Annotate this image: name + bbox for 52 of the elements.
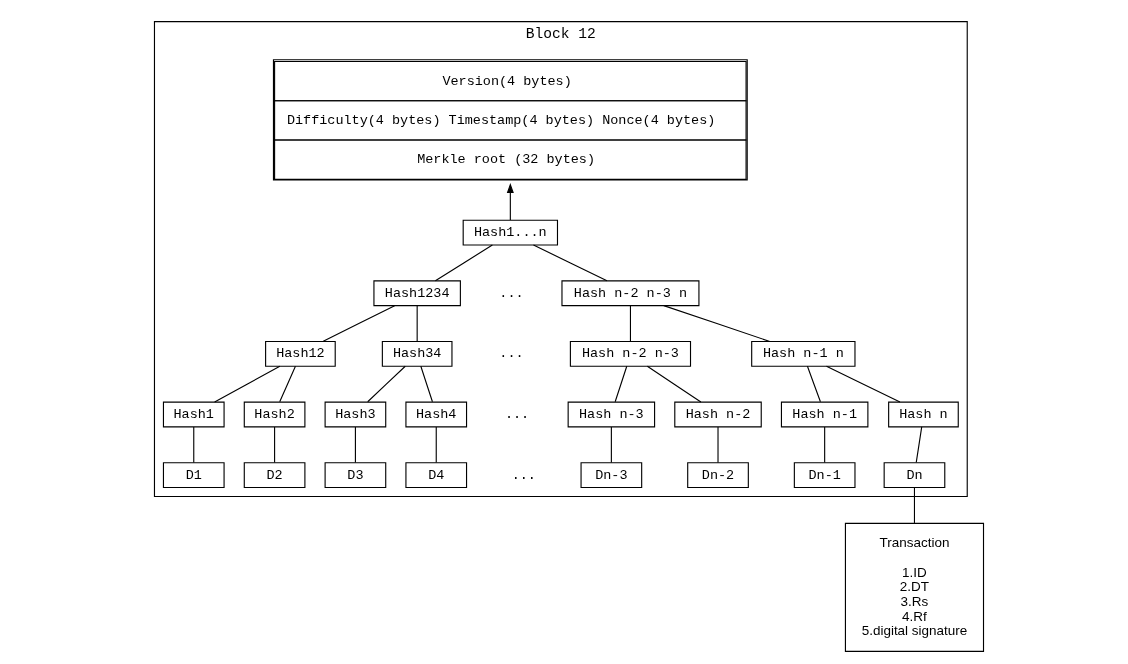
arrow [506, 182, 514, 221]
connector [213, 365, 280, 403]
node-box: Hash34 [381, 341, 452, 367]
node-box: Hash4 [404, 401, 467, 428]
connector [532, 244, 607, 282]
node-box: Hash1 [162, 401, 225, 428]
label: ... [498, 285, 524, 301]
connector [646, 365, 701, 403]
connector [825, 365, 900, 403]
node-box: Hash3 [324, 401, 386, 428]
label: ... [511, 467, 536, 483]
connector [614, 365, 627, 403]
node-box: Hash n-2 n-3 n [560, 280, 699, 307]
connector [913, 487, 915, 524]
node-box: D1 [162, 462, 225, 489]
connector [806, 365, 821, 403]
node-box: Hash n [887, 401, 959, 428]
node-box: Transaction 1.ID 2.DT 3.Rs 4.Rf 5.digital signature [844, 522, 984, 652]
node-box: Hash1...n [462, 219, 558, 246]
label: ... [504, 406, 529, 422]
label: ... [498, 346, 524, 362]
connector [610, 426, 612, 463]
node-box: Hash1234 [372, 280, 461, 307]
node-box: Hash2 [243, 401, 305, 428]
connector [273, 426, 275, 463]
connector [823, 426, 825, 463]
connector [434, 244, 493, 282]
connector [322, 305, 395, 342]
node-box: Hash n-1 n [750, 341, 856, 367]
node-box: Dn-3 [580, 462, 642, 489]
node-box: Hash n-1 [780, 401, 868, 428]
connector [416, 305, 418, 342]
node-box: Hash n-2 [673, 401, 762, 428]
connector [192, 426, 194, 463]
node-box: Dn-2 [686, 462, 749, 489]
connector [662, 305, 770, 342]
connector [278, 365, 296, 403]
connector [366, 365, 406, 403]
connector [629, 305, 631, 342]
connector [354, 426, 356, 463]
node-box: Hash12 [264, 341, 336, 367]
node-box: Dn [883, 462, 945, 489]
connector [915, 426, 922, 463]
node-box: Dn-1 [793, 462, 856, 489]
node-box: Hash n-2 n-3 [569, 341, 691, 367]
node-box: D4 [404, 462, 467, 489]
node-box: D3 [324, 462, 386, 489]
connector [716, 426, 719, 463]
node-box: Hash n-3 [567, 401, 655, 428]
connector [435, 426, 437, 463]
connector [419, 365, 433, 403]
node-box: D2 [243, 462, 305, 489]
